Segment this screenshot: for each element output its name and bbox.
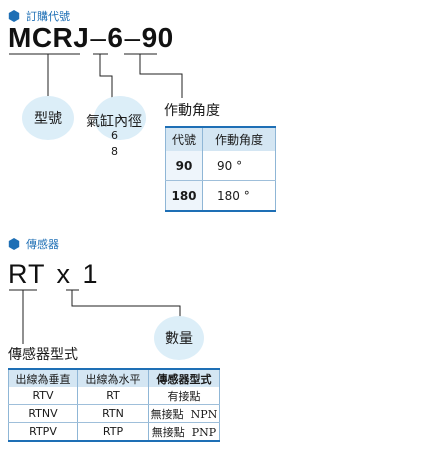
table-cell-type: 有接點: [148, 387, 220, 405]
table-row: RTPV RTP 無接點 PNP: [8, 422, 220, 442]
code-separator: –: [124, 22, 141, 53]
table-cell-code: 180: [165, 180, 203, 212]
table-row: 90 90 °: [165, 151, 276, 181]
table-row: 180 180 °: [165, 180, 276, 212]
angle-label: 作動角度: [164, 103, 220, 119]
table-cell-vertical: RTPV: [8, 422, 78, 442]
sensor-table: 出線為垂直 出線為水平 傳感器型式 RTV RT 有接點 RTNV RTN 無接…: [8, 368, 220, 442]
table-cell-type: 無接點 PNP: [148, 422, 220, 442]
table-header-row: 出線為垂直 出線為水平 傳感器型式: [8, 368, 220, 387]
code-angle: 90: [141, 22, 174, 53]
sensor-type-label: 傳感器型式: [8, 347, 78, 363]
table-header: 出線為垂直: [8, 368, 78, 387]
bore-value: 6: [111, 129, 118, 142]
angle-table: 代號 作動角度 90 90 ° 180 180 °: [165, 126, 276, 212]
code-sensor-type: RT: [8, 259, 46, 289]
table-cell-type: 無接點 NPN: [148, 404, 220, 423]
code-separator: –: [90, 22, 107, 53]
table-cell-angle: 90 °: [202, 151, 276, 181]
sensor-code: RT x 1: [8, 259, 99, 290]
table-row: RTNV RTN 無接點 NPN: [8, 404, 220, 423]
section-hexagon-icon: [8, 10, 20, 22]
bore-label: 氣缸內徑: [86, 114, 142, 130]
table-cell-horizontal: RTN: [77, 404, 149, 423]
table-row: RTV RT 有接點: [8, 387, 220, 405]
model-label: 型號: [34, 111, 62, 127]
code-multiplier: x: [56, 259, 72, 289]
code-bore: 6: [107, 22, 124, 53]
code-quantity: 1: [82, 259, 99, 289]
table-header: 作動角度: [202, 126, 276, 151]
section-title-order-code: 訂購代號: [26, 10, 70, 23]
section-hexagon-icon: [8, 238, 20, 250]
table-cell-angle: 180 °: [202, 180, 276, 212]
table-header: 出線為水平: [77, 368, 149, 387]
quantity-label: 數量: [165, 331, 193, 347]
model-bubble: 型號: [22, 96, 74, 140]
bore-value: 8: [111, 145, 118, 158]
table-cell-vertical: RTV: [8, 387, 78, 405]
table-cell-code: 90: [165, 151, 203, 181]
quantity-bubble: 數量: [154, 316, 204, 360]
table-cell-horizontal: RT: [77, 387, 149, 405]
bore-bubble: [94, 96, 146, 140]
table-cell-horizontal: RTP: [77, 422, 149, 442]
table-header: 傳感器型式: [148, 368, 220, 387]
table-header: 代號: [165, 126, 203, 151]
code-model: MCRJ: [8, 22, 90, 53]
table-header-row: 代號 作動角度: [165, 126, 276, 151]
section-title-sensor: 傳感器: [26, 238, 59, 251]
order-code: MCRJ–6–90: [8, 22, 174, 54]
table-cell-vertical: RTNV: [8, 404, 78, 423]
